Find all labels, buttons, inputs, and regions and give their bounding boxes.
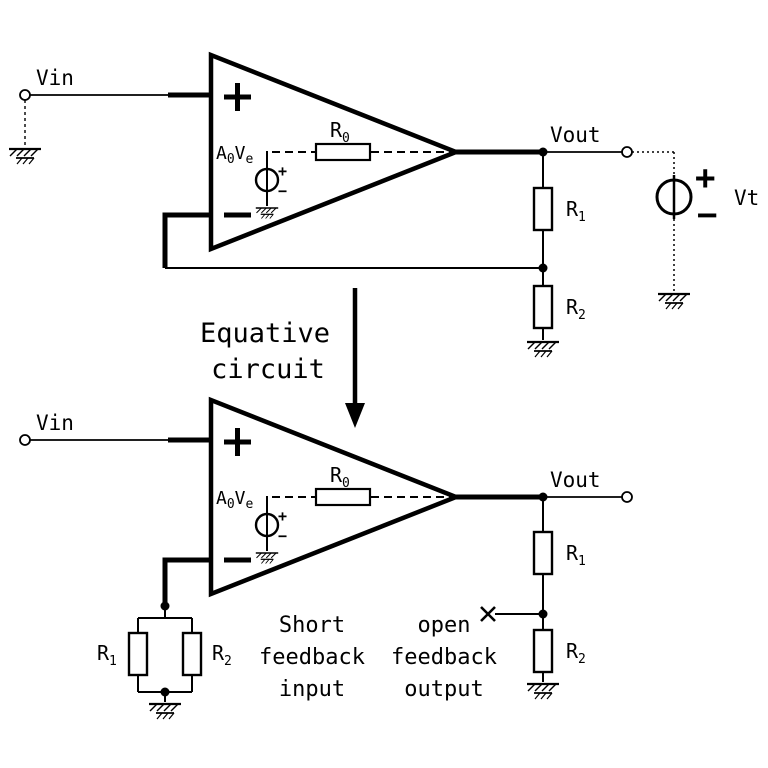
ground-icon xyxy=(656,292,692,311)
dependent-source-icon: + − xyxy=(254,151,287,220)
vout-label: Vout xyxy=(550,468,601,492)
r1-label: R1 xyxy=(566,197,586,225)
equivalence-annotation: Equative circuit xyxy=(200,288,365,428)
resistor-r2 xyxy=(532,628,554,674)
minus-sign: − xyxy=(278,182,287,200)
parallel-feedback-network: R1 R2 xyxy=(97,557,232,721)
plus-input-icon xyxy=(224,83,251,111)
bottom-circuit: Vin A0Ve + − R0 xyxy=(19,396,633,721)
plus-input-icon xyxy=(224,428,251,456)
r0-label: R0 xyxy=(330,463,350,491)
r1-parallel-label: R1 xyxy=(97,641,117,669)
r1-label: R1 xyxy=(566,541,586,569)
bottom-vin-node: Vin xyxy=(19,411,212,446)
ground-icon xyxy=(525,340,561,359)
minus-sign: − xyxy=(278,527,287,545)
vin-terminal xyxy=(19,434,31,446)
vout-terminal xyxy=(621,491,633,503)
vin-terminal xyxy=(19,89,31,101)
open-feedback-text-line2: feedback xyxy=(391,645,497,670)
gain-label: A0Ve xyxy=(216,488,254,512)
top-vin-node: Vin xyxy=(7,66,212,166)
resistor-r2 xyxy=(532,284,554,330)
feedback-wire-thick xyxy=(162,557,212,606)
short-feedback-text-line2: feedback xyxy=(259,645,365,670)
feedback-wire-thick xyxy=(162,212,212,268)
ground-icon xyxy=(255,552,279,565)
gain-label: A0Ve xyxy=(216,143,254,167)
open-feedback-text-line3: output xyxy=(404,677,483,702)
ground-icon xyxy=(147,702,183,721)
vin-label: Vin xyxy=(36,66,74,90)
opamp-triangle xyxy=(208,396,463,598)
r0-label: R0 xyxy=(330,118,350,146)
plus-sign: + xyxy=(278,507,287,525)
bottom-opamp: A0Ve + − R0 xyxy=(208,396,463,598)
top-circuit: Vin A0Ve + − xyxy=(7,51,759,359)
open-circuit-cross-icon xyxy=(480,606,496,622)
vin-label: Vin xyxy=(36,411,74,435)
resistor-r2-parallel xyxy=(181,631,203,677)
open-feedback-text-line1: open xyxy=(418,613,471,638)
equative-text-line1: Equative xyxy=(200,318,330,349)
top-feedback-path xyxy=(162,212,543,269)
resistor-r0 xyxy=(314,142,372,162)
short-feedback-text-line3: input xyxy=(279,677,345,702)
down-arrow-head-icon xyxy=(345,403,365,428)
vout-label: Vout xyxy=(550,123,601,147)
resistor-r1 xyxy=(532,530,554,576)
opamp-triangle xyxy=(208,51,463,253)
top-output-network: Vout R1 R2 xyxy=(454,123,633,359)
ground-icon xyxy=(7,147,43,166)
bottom-output-network: Vout R1 R2 xyxy=(454,468,633,701)
resistor-r1-parallel xyxy=(127,631,149,677)
r2-label: R2 xyxy=(566,295,586,323)
vt-test-source: + − Vt xyxy=(632,151,759,311)
top-opamp: A0Ve + − R0 xyxy=(208,51,463,253)
resistor-r1 xyxy=(532,186,554,232)
r2-parallel-label: R2 xyxy=(212,641,232,669)
plus-sign: + xyxy=(278,162,287,180)
minus-sign: − xyxy=(697,195,717,235)
vout-terminal xyxy=(621,146,633,158)
dependent-source-icon: + − xyxy=(254,496,287,565)
short-feedback-text-line1: Short xyxy=(279,613,345,638)
vt-label: Vt xyxy=(734,186,759,210)
resistor-r0 xyxy=(314,487,372,507)
r2-label: R2 xyxy=(566,639,586,667)
ground-icon xyxy=(255,207,279,220)
plus-sign: + xyxy=(695,158,715,198)
ground-icon xyxy=(525,682,561,701)
equative-text-line2: circuit xyxy=(211,354,325,385)
bottom-annotations: Short feedback input open feedback outpu… xyxy=(259,613,497,702)
